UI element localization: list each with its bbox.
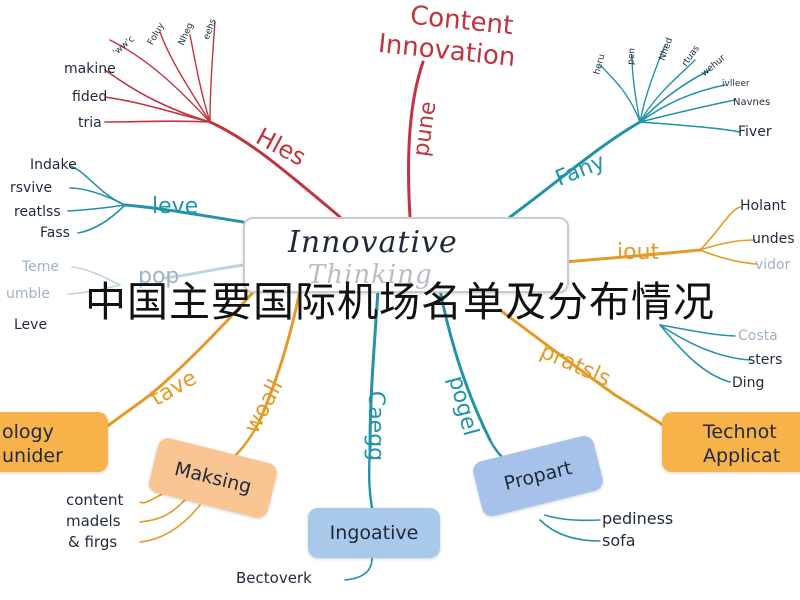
left-upper-leaf-1: Indake bbox=[30, 157, 77, 173]
technology-node-right-line2: Applicat bbox=[703, 445, 781, 467]
technology-node-left-line1: ology bbox=[2, 421, 54, 443]
bottom-mid-right-leaf-2: sofa bbox=[602, 531, 636, 550]
bottom-mid-left-leaf-3: & firgs bbox=[68, 533, 118, 551]
right-lower-leaf-2: sters bbox=[748, 352, 783, 368]
left-upper-branch-label: leve bbox=[152, 194, 199, 219]
maksing-node-label: Maksing bbox=[172, 457, 254, 499]
ingoative-node-label: Ingoative bbox=[329, 522, 419, 544]
right-lower-leaf-3: Ding bbox=[732, 375, 765, 391]
right-upper-branch-label: iout bbox=[617, 240, 660, 265]
right-lower-leaf-1: Costa bbox=[738, 328, 778, 344]
top-left-leaf-2: fided bbox=[72, 89, 108, 105]
top-right-leaf-1: Fiver bbox=[738, 124, 772, 140]
technology-node-right-line1: Technot bbox=[703, 421, 777, 443]
top-right-leaf-2: Navnes bbox=[733, 97, 771, 108]
right-upper-leaf-2: undes bbox=[752, 231, 795, 247]
technology-node-left-line2: unider bbox=[2, 445, 63, 467]
top-left-leaf-1: makine bbox=[64, 61, 116, 77]
bottom-center-leaf: Bectoverk bbox=[236, 569, 312, 587]
propart-node-label: Propart bbox=[501, 456, 575, 496]
technology-node-right bbox=[662, 412, 800, 472]
right-upper-leaf-1: Holant bbox=[740, 198, 786, 214]
ingoative-node: Ingoative bbox=[308, 508, 440, 558]
left-upper-leaf-4: Fass bbox=[40, 225, 70, 241]
left-upper-leaf-3: reatlss bbox=[14, 204, 61, 220]
left-lower-leaf-3: Leve bbox=[14, 317, 48, 333]
left-upper-leaf-2: rsvive bbox=[10, 180, 53, 196]
left-lower-leaf-2: umble bbox=[6, 286, 50, 302]
top-right-leaf-3: ivlleer bbox=[722, 79, 750, 89]
bottom-mid-left-leaf-1: content bbox=[66, 491, 124, 509]
left-lower-leaf-1: Teme bbox=[22, 259, 60, 275]
center-subtitle: Thinking bbox=[308, 260, 433, 290]
overlay-title: 中国主要国际机场名单及分布情况 bbox=[85, 278, 715, 326]
technology-node-left bbox=[0, 412, 108, 472]
center-title: Innovative bbox=[288, 225, 458, 260]
center-node bbox=[243, 217, 569, 293]
left-lower-branch-label: pop bbox=[138, 264, 180, 289]
bottom-center-branch-label: Caegg bbox=[363, 390, 389, 462]
top-left-leaf-3: tria bbox=[78, 115, 102, 131]
bottom-mid-left-leaf-2: madels bbox=[66, 512, 121, 530]
right-upper-leaf-3: vidor bbox=[755, 257, 791, 273]
bottom-mid-right-leaf-1: pediness bbox=[602, 509, 674, 528]
top-right-small-leaf-2: pen bbox=[626, 47, 638, 66]
